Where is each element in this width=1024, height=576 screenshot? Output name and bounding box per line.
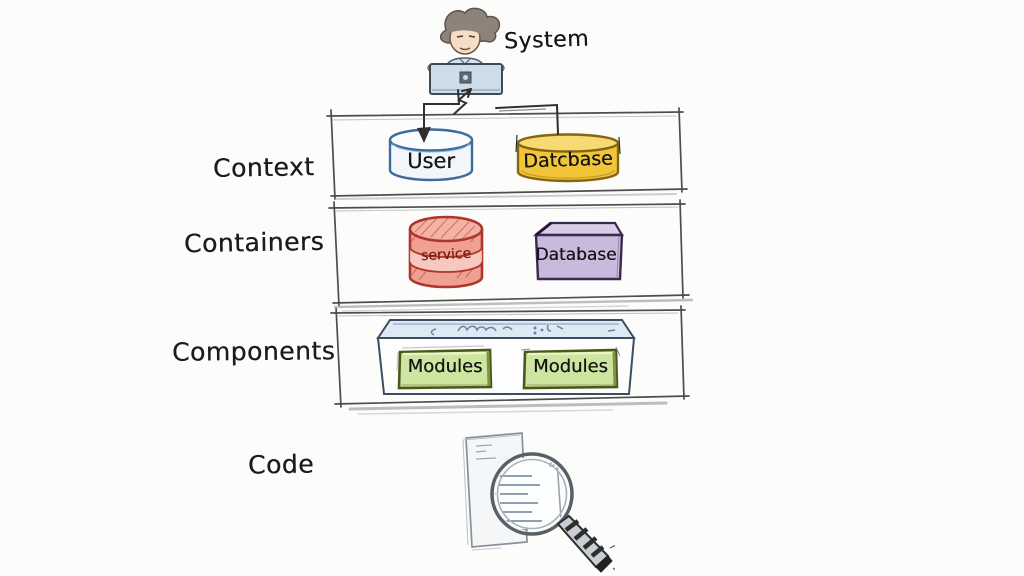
illegible-scribble-text [430, 324, 616, 336]
level-label-containers: Containers [183, 226, 325, 259]
level-label-code: Code [247, 449, 315, 480]
magnifying-glass-icon [490, 452, 619, 573]
node-context-database-cylinder: Datcbase [512, 132, 624, 186]
level-label-components: Components [171, 336, 336, 367]
user-label: User [407, 149, 455, 173]
node-service-cylinder: service [403, 214, 489, 294]
modules-label-2: Modules [533, 356, 608, 377]
node-modules-box-2: Modules [521, 345, 620, 391]
level-label-context: Context [212, 152, 315, 183]
system-label: System [503, 26, 590, 55]
node-modules-box-1: Modules [396, 345, 494, 391]
node-user-cylinder: User [382, 126, 480, 184]
code-illustration [450, 426, 619, 574]
context-database-label: Datcbase [522, 147, 614, 173]
person-at-laptop-icon [408, 4, 524, 104]
node-containers-database-box: Database [526, 218, 626, 286]
modules-label-1: Modules [407, 356, 483, 377]
containers-database-label: Database [535, 245, 617, 265]
database-connector [495, 103, 559, 135]
